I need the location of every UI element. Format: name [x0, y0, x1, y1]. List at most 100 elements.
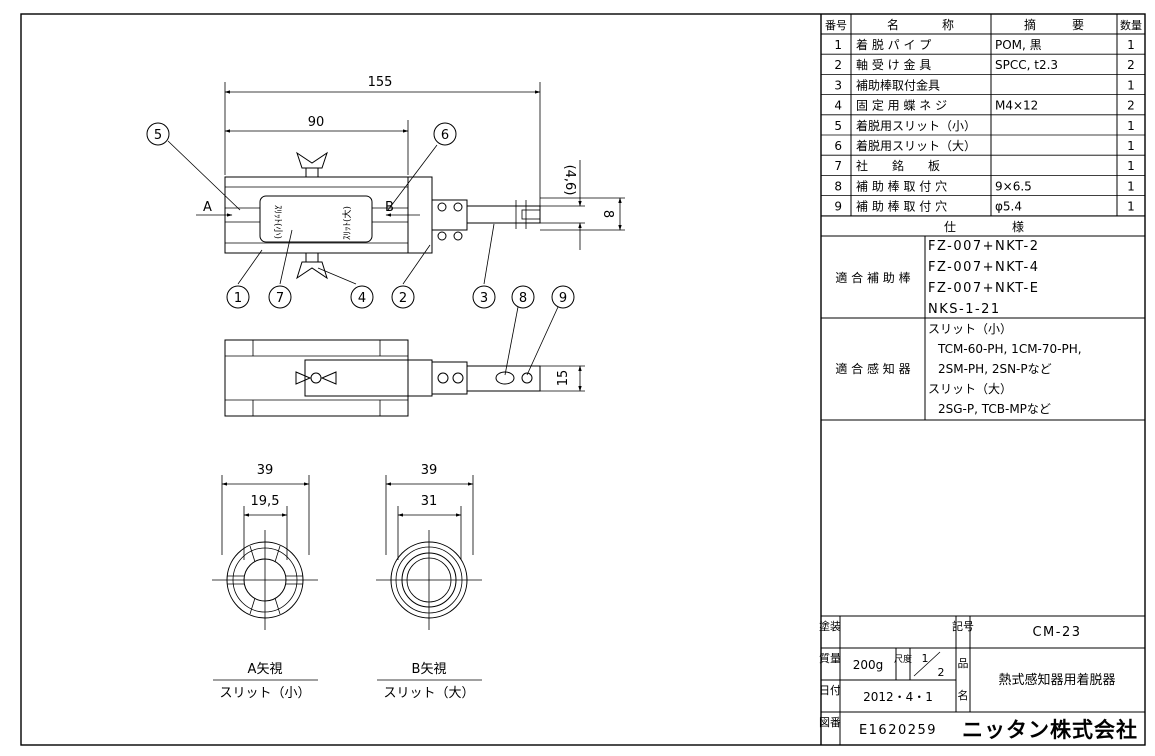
- row-qty: 1: [1127, 159, 1135, 173]
- scale-numerator: 1: [922, 652, 929, 665]
- row-no: 3: [834, 78, 842, 92]
- sheet-border: [20, 13, 1146, 746]
- spec-detector-0: スリット（小）: [928, 322, 1012, 336]
- header-no: 番号: [825, 19, 847, 32]
- svg-text:ｽﾘｯﾄ(大): ｽﾘｯﾄ(大): [341, 206, 353, 240]
- dim-slot-8-label: 8: [600, 210, 615, 218]
- row-no: 8: [834, 179, 842, 193]
- view-a-letter: A: [203, 200, 212, 215]
- row-no: 6: [834, 139, 842, 153]
- svg-text:4: 4: [358, 291, 366, 306]
- name-label: 名: [958, 688, 969, 702]
- spec-rod-1: FZ-007+NKT-4: [928, 260, 1040, 275]
- svg-text:ｽﾘｯﾄ(小): ｽﾘｯﾄ(小): [272, 205, 283, 239]
- weight-value: 200g: [853, 658, 884, 672]
- date-value: 2012・4・1: [863, 690, 933, 704]
- svg-text:7: 7: [276, 291, 284, 306]
- row-qty: 1: [1127, 78, 1135, 92]
- paint-label: 塗装: [819, 619, 841, 633]
- scale-denominator: 2: [938, 666, 945, 679]
- b-view-subtitle: スリット（大）: [383, 686, 474, 701]
- balloon-7: 7: [268, 285, 292, 309]
- item-label: 品: [958, 657, 969, 670]
- spec-detector-3: スリット（大）: [928, 382, 1012, 396]
- row-name: 固 定 用 蝶 ネ ジ: [856, 98, 947, 113]
- svg-text:6: 6: [441, 128, 449, 143]
- balloon-3: 3: [472, 285, 496, 309]
- row-qty: 1: [1127, 139, 1135, 153]
- row-no: 5: [834, 119, 842, 133]
- row-name: 軸 受 け 金 具: [856, 57, 931, 72]
- spec-section: 仕 様 適 合 補 助 棒 適 合 感 知 器 FZ-007+NKT-2 FZ-…: [821, 220, 1145, 421]
- header-spec-2: 要: [1072, 18, 1084, 32]
- dim-a-outer-label: 39: [257, 463, 274, 478]
- spec-header-1: 仕: [944, 220, 956, 234]
- symbol-value: CM-23: [1032, 625, 1081, 640]
- item-value: 熱式感知器用着脱器: [998, 672, 1115, 688]
- row-qty: 1: [1127, 200, 1135, 214]
- row-name: 着脱用スリット（大）: [856, 138, 976, 153]
- spec-rod-3: NKS-1-21: [928, 302, 1001, 317]
- row-no: 1: [834, 38, 842, 52]
- top-view: 155 90 ｽﾘｯﾄ(小) ｽﾘｯﾄ(大): [167, 75, 625, 285]
- a-view: 39 19,5: [212, 463, 318, 630]
- spec-rod-label: 適 合 補 助 棒: [835, 270, 910, 285]
- drawing-no-label: 図番: [819, 716, 841, 729]
- header-name-2: 称: [942, 18, 954, 32]
- b-view-title: B矢視: [412, 662, 447, 677]
- svg-text:3: 3: [480, 291, 488, 306]
- svg-text:9: 9: [559, 291, 567, 306]
- header-qty: 数量: [1120, 19, 1142, 32]
- row-name: 着 脱 パ イ プ: [856, 37, 931, 52]
- row-no: 4: [834, 99, 842, 113]
- a-view-title: A矢視: [248, 662, 283, 677]
- row-spec: M4×12: [995, 99, 1038, 113]
- svg-text:8: 8: [519, 291, 527, 306]
- scale-label: 尺度: [894, 653, 912, 665]
- drawing-no-value: E1620259: [859, 723, 937, 738]
- row-name: 補助棒取付金具: [856, 77, 940, 92]
- company-logo: ニッタン株式会社: [962, 718, 1138, 742]
- dim-b-outer-label: 39: [421, 463, 438, 478]
- row-spec: POM, 黒: [995, 38, 1042, 52]
- svg-text:2: 2: [399, 291, 407, 306]
- b-view: 39 31: [376, 463, 482, 630]
- dim-overall-label: 155: [368, 75, 393, 90]
- balloon-5: 5: [146, 122, 170, 146]
- balloon-6: 6: [433, 122, 457, 146]
- row-name: 社 銘 板: [856, 158, 940, 173]
- spec-detector-4: 2SG-P, TCB-MPなど: [938, 402, 1051, 416]
- symbol-label: 記号: [952, 619, 974, 633]
- row-no: 9: [834, 200, 842, 214]
- row-qty: 2: [1127, 99, 1135, 113]
- row-name: 補 助 棒 取 付 穴: [856, 199, 947, 214]
- row-no: 7: [834, 159, 842, 173]
- a-view-subtitle: スリット（小）: [219, 686, 310, 701]
- row-spec: 9×6.5: [995, 179, 1032, 193]
- row-qty: 1: [1127, 119, 1135, 133]
- spec-header-2: 様: [1012, 220, 1024, 234]
- row-no: 2: [834, 58, 842, 72]
- spec-detector-1: TCM-60-PH, 1CM-70-PH,: [937, 342, 1082, 356]
- balloon-1: 1: [226, 285, 250, 309]
- weight-label: 質量: [819, 651, 841, 665]
- svg-text:5: 5: [154, 128, 162, 143]
- date-label: 日付: [819, 684, 841, 697]
- row-qty: 1: [1127, 179, 1135, 193]
- balloon-2: 2: [391, 285, 415, 309]
- spec-rod-0: FZ-007+NKT-2: [928, 239, 1040, 254]
- dim-a-inner-label: 19,5: [251, 494, 280, 509]
- side-view: 15: [224, 306, 585, 417]
- row-spec: SPCC, t2.3: [995, 58, 1058, 72]
- spec-detector-2: 2SM-PH, 2SN-Pなど: [938, 362, 1052, 376]
- row-qty: 2: [1127, 58, 1135, 72]
- balloon-8: 8: [511, 285, 535, 309]
- dim-inner-label: 90: [308, 115, 325, 130]
- row-spec: φ5.4: [995, 200, 1022, 214]
- dim-slot-46-label: (4,6): [562, 165, 577, 196]
- header-name-1: 名: [887, 17, 899, 32]
- svg-text:1: 1: [234, 291, 242, 306]
